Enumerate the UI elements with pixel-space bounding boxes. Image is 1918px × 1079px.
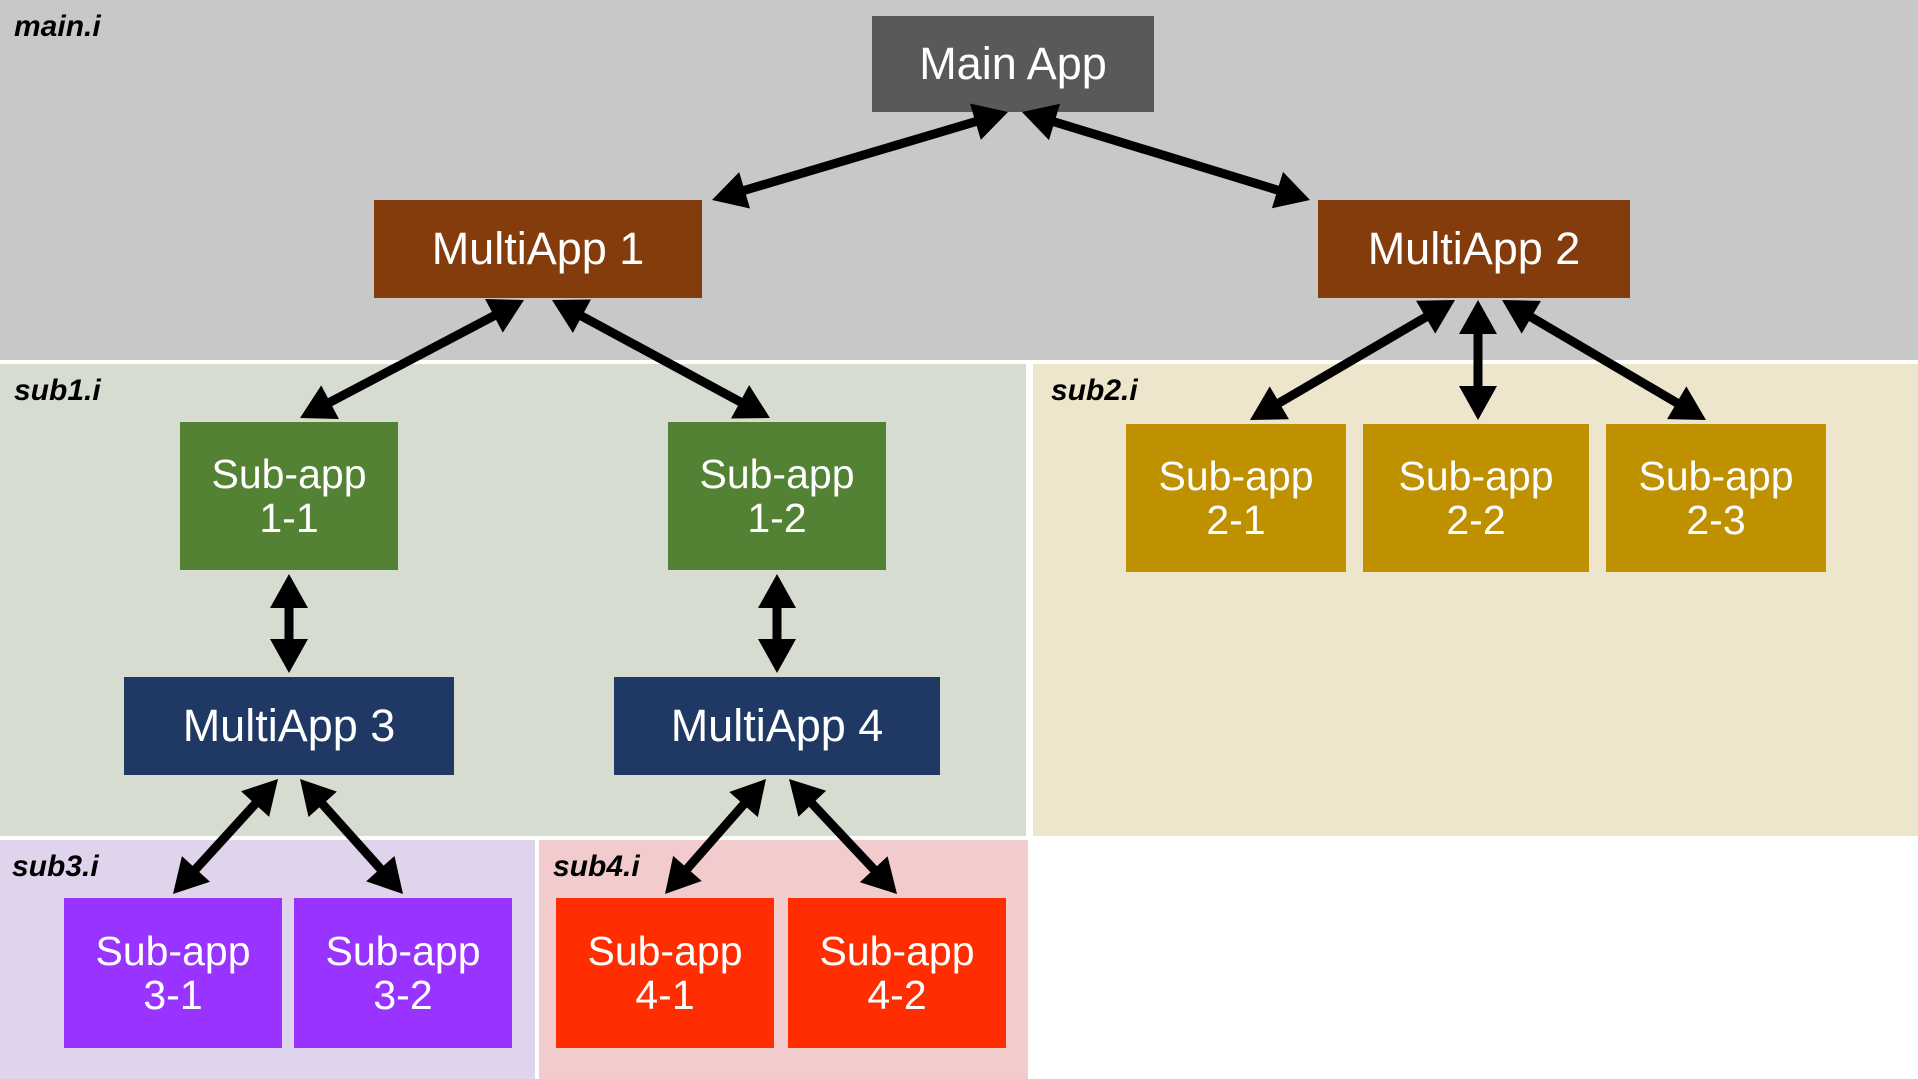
node-label-multiapp-1: MultiApp 1	[431, 222, 645, 274]
node-multiapp-2[interactable]: MultiApp 2	[1318, 200, 1630, 298]
node-label-sub-app-2-3: Sub-app 2-3	[1638, 452, 1794, 543]
node-label-multiapp-3: MultiApp 3	[182, 699, 396, 751]
node-label-sub-app-4-2: Sub-app 4-2	[819, 927, 975, 1018]
region-label-sub2: sub2.i	[1051, 374, 1138, 407]
node-multiapp-1[interactable]: MultiApp 1	[374, 200, 702, 298]
node-label-sub-app-3-2: Sub-app 3-2	[325, 927, 481, 1018]
node-sub-app-2-1[interactable]: Sub-app 2-1	[1126, 424, 1346, 572]
node-main-app[interactable]: Main App	[872, 16, 1154, 112]
node-sub-app-1-2[interactable]: Sub-app 1-2	[668, 422, 886, 570]
node-sub-app-3-1[interactable]: Sub-app 3-1	[64, 898, 282, 1048]
node-sub-app-1-1[interactable]: Sub-app 1-1	[180, 422, 398, 570]
node-label-multiapp-4: MultiApp 4	[670, 699, 884, 751]
node-sub-app-4-2[interactable]: Sub-app 4-2	[788, 898, 1006, 1048]
node-label-main-app: Main App	[919, 37, 1107, 89]
node-sub-app-3-2[interactable]: Sub-app 3-2	[294, 898, 512, 1048]
region-label-sub4: sub4.i	[553, 850, 640, 883]
node-label-sub-app-4-1: Sub-app 4-1	[587, 927, 743, 1018]
node-label-sub-app-1-2: Sub-app 1-2	[699, 450, 855, 541]
region-label-main: main.i	[14, 10, 101, 43]
node-label-sub-app-2-2: Sub-app 2-2	[1398, 452, 1554, 543]
node-multiapp-3[interactable]: MultiApp 3	[124, 677, 454, 775]
region-label-sub1: sub1.i	[14, 374, 101, 407]
region-label-sub3: sub3.i	[12, 850, 99, 883]
node-label-sub-app-1-1: Sub-app 1-1	[211, 450, 367, 541]
node-label-sub-app-3-1: Sub-app 3-1	[95, 927, 251, 1018]
node-sub-app-2-2[interactable]: Sub-app 2-2	[1363, 424, 1589, 572]
node-label-multiapp-2: MultiApp 2	[1367, 222, 1581, 274]
node-multiapp-4[interactable]: MultiApp 4	[614, 677, 940, 775]
node-label-sub-app-2-1: Sub-app 2-1	[1158, 452, 1314, 543]
node-sub-app-2-3[interactable]: Sub-app 2-3	[1606, 424, 1826, 572]
node-sub-app-4-1[interactable]: Sub-app 4-1	[556, 898, 774, 1048]
